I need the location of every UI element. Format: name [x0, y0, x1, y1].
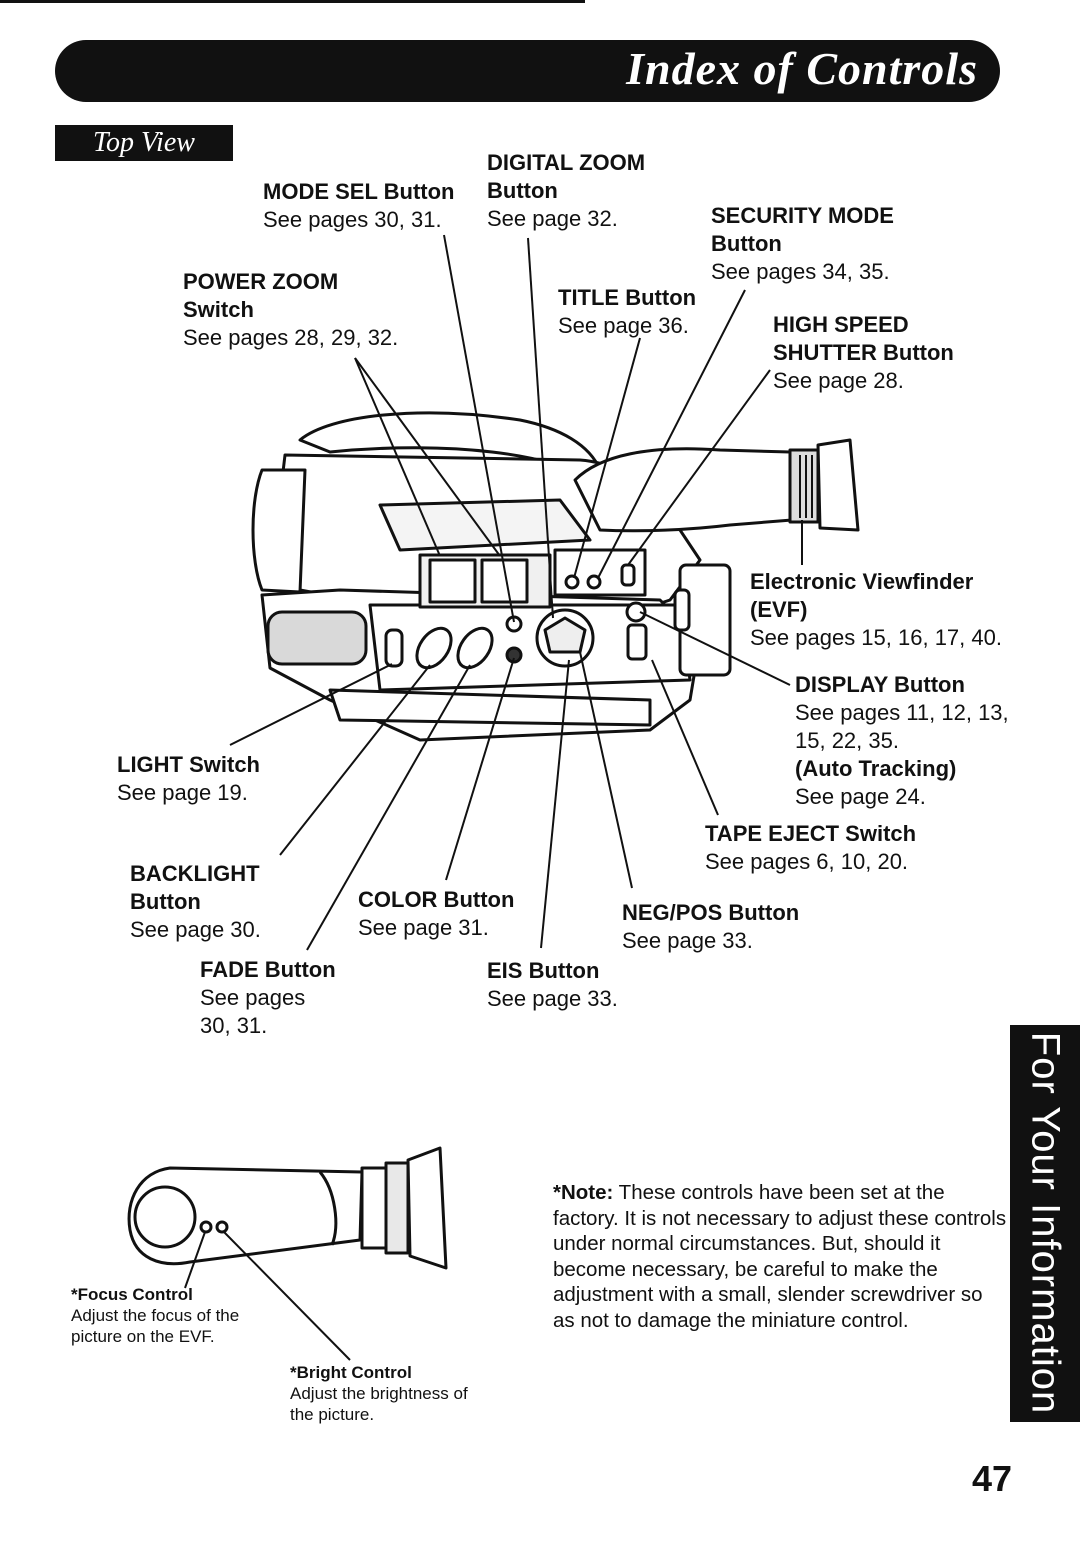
base: [328, 688, 652, 727]
control-panel: [368, 603, 692, 692]
label-bright-control: *Bright Control Adjust the brightness of…: [290, 1363, 468, 1424]
evf-detail-lens: [133, 1185, 197, 1249]
side-tab-label: For Your Information: [1023, 1031, 1068, 1415]
evf-detail-eyecup: [406, 1146, 448, 1270]
label-digital-zoom: DIGITAL ZOOM Button See page 32.: [487, 150, 646, 231]
title-banner: Index of Controls: [55, 40, 1000, 102]
evf-detail-ring: [360, 1166, 388, 1250]
label-security-mode: SECURITY MODE Button See pages 34, 35.: [711, 203, 894, 284]
label-backlight: BACKLIGHT Button See page 30.: [130, 861, 261, 942]
page-title: Index of Controls: [626, 43, 978, 94]
note-text: These controls have been set at the fact…: [553, 1181, 1007, 1332]
label-color: COLOR Button See page 31.: [358, 887, 515, 940]
label-high-speed-shutter: HIGH SPEED SHUTTER Button See page 28.: [773, 312, 954, 393]
factory-note: *Note: These controls have been set at t…: [553, 1180, 1008, 1333]
label-title: TITLE Button See page 36.: [558, 285, 697, 338]
label-eis: EIS Button See page 33.: [487, 958, 618, 1011]
section-side-tab: For Your Information: [1010, 1025, 1080, 1422]
label-power-zoom: POWER ZOOM Switch See pages 28, 29, 32.: [183, 269, 399, 350]
top-rule: [0, 0, 585, 3]
label-display: DISPLAY Button See pages 11, 12, 13, 15,…: [795, 672, 1009, 809]
label-light: LIGHT Switch See page 19.: [117, 752, 260, 805]
section-heading: Top View: [55, 125, 233, 161]
evf-detail-body: [127, 1166, 364, 1266]
label-fade: FADE Button See pages 30, 31.: [200, 957, 336, 1038]
label-mode-sel: MODE SEL Button See pages 30, 31.: [263, 179, 455, 232]
page-number: 47: [972, 1458, 1013, 1499]
label-focus-control: *Focus Control Adjust the focus of the p…: [71, 1285, 240, 1346]
label-tape-eject: TAPE EJECT Switch See pages 6, 10, 20.: [705, 821, 917, 874]
body-ridge: [378, 498, 592, 552]
note-label: *Note:: [553, 1181, 614, 1204]
mic-grille: [266, 610, 368, 666]
evf-eyecup: [816, 438, 860, 532]
evf-ring: [788, 448, 820, 524]
lens-housing: [251, 468, 307, 594]
label-evf: Electronic Viewfinder (EVF) See pages 15…: [750, 569, 1002, 650]
label-neg-pos: NEG/POS Button See page 33.: [622, 900, 800, 953]
